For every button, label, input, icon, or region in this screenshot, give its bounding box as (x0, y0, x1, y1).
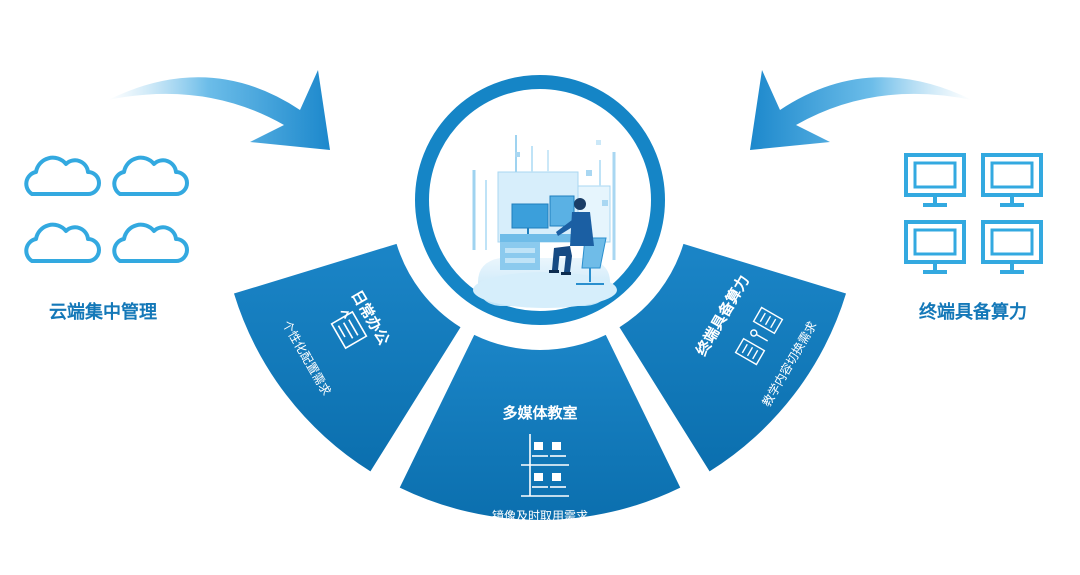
monitor-icon (981, 153, 1043, 207)
monitor-icon (904, 220, 966, 274)
monitor-icon (904, 153, 966, 207)
right-curved-arrow (750, 70, 972, 150)
left-curved-arrow (108, 70, 330, 150)
segment-multimedia-classroom (399, 334, 681, 520)
classroom-desks-icon (521, 434, 569, 497)
segment-title-classroom: 多媒体教室 (502, 404, 577, 422)
cloud-icon-group (24, 155, 189, 263)
segment-daily-office (233, 243, 461, 472)
person-at-computer-illustration (472, 135, 617, 308)
monitor-icon-group (904, 153, 1043, 274)
monitor-icon (981, 220, 1043, 274)
office-document-icon (330, 310, 368, 350)
segment-subtitle-classroom: 镜像及时取用需求 (492, 508, 588, 523)
cloud-icon (112, 155, 189, 196)
cloud-icon (24, 155, 101, 196)
segment-terminal-compute (619, 243, 847, 472)
cloud-icon (112, 222, 189, 263)
cloud-icon (24, 222, 101, 263)
left-group-label: 云端集中管理 (49, 301, 157, 323)
content-switch-icon (734, 306, 784, 366)
right-group-label: 终端具备算力 (919, 301, 1027, 323)
